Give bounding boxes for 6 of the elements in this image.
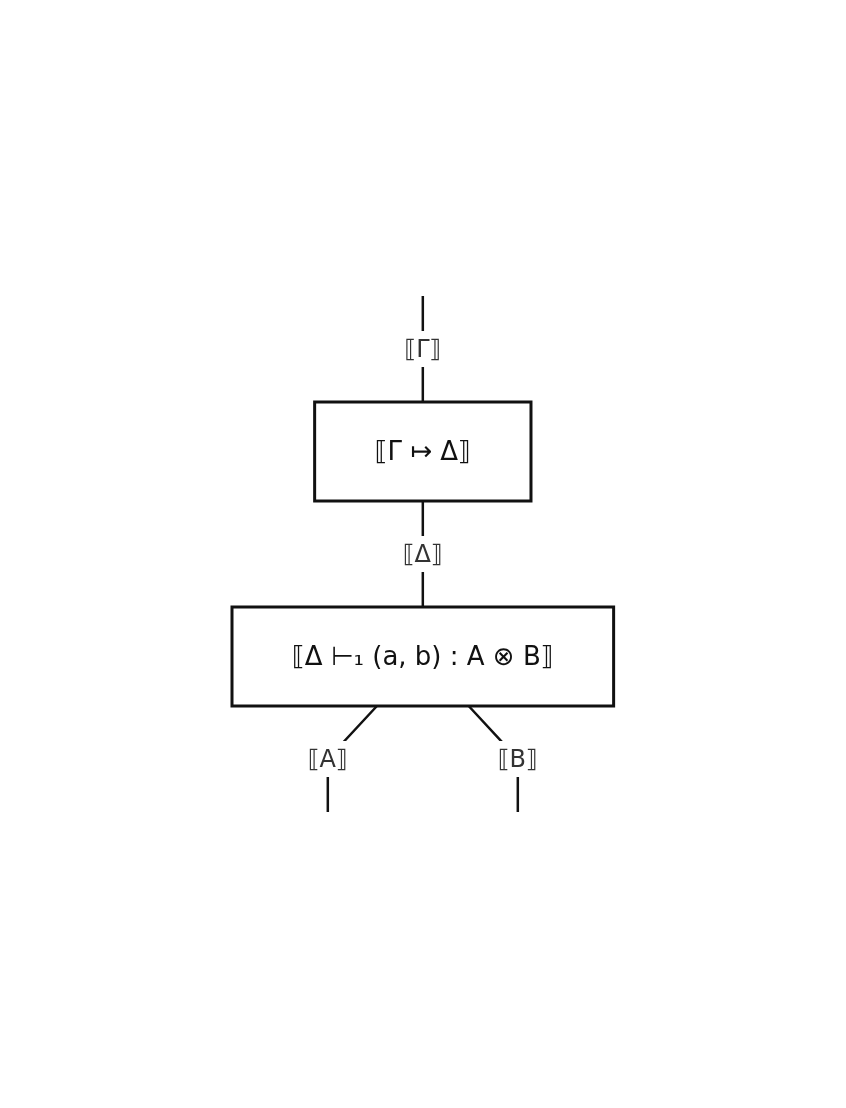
node-box	[313, 400, 533, 503]
edge-label: ⟦Γ⟧	[404, 335, 442, 363]
node-box	[230, 605, 616, 708]
edge-label: ⟦Δ⟧	[402, 540, 444, 568]
edge-label: ⟦B⟧	[497, 745, 539, 773]
edge-label: ⟦A⟧	[307, 745, 349, 773]
